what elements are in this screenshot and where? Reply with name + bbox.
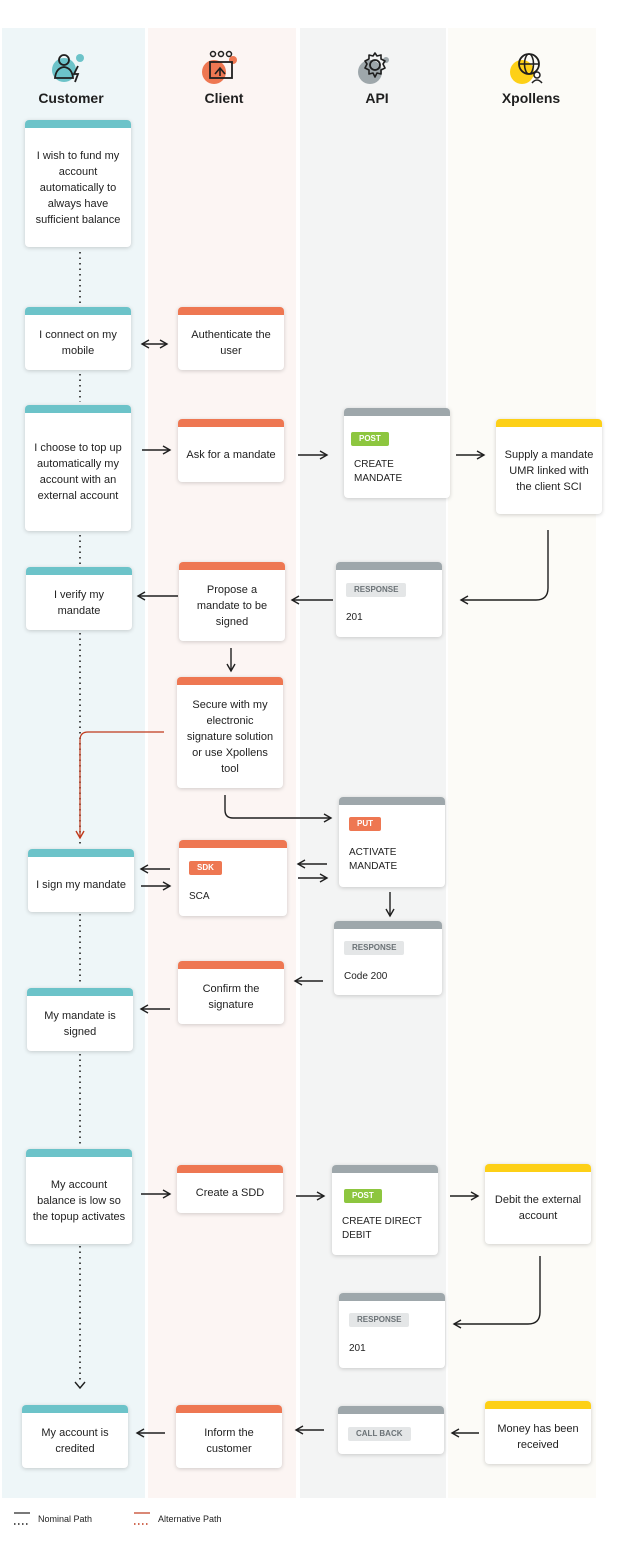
alternative-path bbox=[75, 731, 164, 840]
gear-icon bbox=[358, 52, 389, 84]
card-account-credited: My account is credited bbox=[22, 1405, 128, 1468]
post-badge: POST bbox=[351, 432, 389, 446]
lane-title-customer: Customer bbox=[38, 90, 104, 106]
card-authenticate: Authenticate the user bbox=[178, 307, 284, 370]
response-badge: RESPONSE bbox=[349, 1313, 410, 1327]
card-supply-umr: Supply a mandate UMR linked with the cli… bbox=[496, 419, 602, 514]
response-label: 201 bbox=[346, 612, 363, 623]
callback-badge: CALL BACK bbox=[348, 1427, 411, 1441]
card-choose-topup: I choose to top up automatically my acco… bbox=[25, 405, 131, 531]
card-response-201-mandate: RESPONSE 201 bbox=[336, 562, 442, 637]
lane-title-client: Client bbox=[204, 90, 244, 106]
post-badge: POST bbox=[344, 1189, 382, 1203]
customer-icon bbox=[52, 54, 84, 83]
card-secure-signature: Secure with my electronic signature solu… bbox=[177, 677, 283, 788]
put-label: ACTIVATE MANDATE bbox=[349, 847, 398, 872]
card-propose-mandate: Propose a mandate to be signed bbox=[179, 562, 285, 641]
card-response-201-debit: RESPONSE 201 bbox=[339, 1293, 445, 1368]
response-label: Code 200 bbox=[344, 971, 388, 982]
response-label: 201 bbox=[349, 1343, 366, 1354]
sdk-label: SCA bbox=[189, 891, 210, 902]
legend-nominal-path: Nominal Path bbox=[38, 1514, 93, 1524]
lane-xpollens bbox=[448, 28, 596, 1498]
client-icon bbox=[202, 50, 237, 84]
card-mandate-signed: My mandate is signed bbox=[27, 988, 133, 1051]
sdk-badge: SDK bbox=[189, 861, 222, 875]
card-confirm-signature: Confirm the signature bbox=[178, 961, 284, 1024]
card-sign-mandate: I sign my mandate bbox=[28, 849, 134, 912]
card-inform-customer: Inform the customer bbox=[176, 1405, 282, 1468]
card-sdk-sca: SDK SCA bbox=[179, 840, 287, 916]
card-connect-mobile: I connect on my mobile bbox=[25, 307, 131, 370]
card-post-create-mandate: POST CREATE MANDATE bbox=[344, 408, 450, 498]
card-call-back: CALL BACK bbox=[338, 1406, 444, 1454]
post-label: CREATE MANDATE bbox=[354, 459, 403, 484]
response-badge: RESPONSE bbox=[346, 583, 407, 597]
legend-alternative-path: Alternative Path bbox=[158, 1514, 222, 1524]
response-badge: RESPONSE bbox=[344, 941, 405, 955]
card-balance-low: My account balance is low so the topup a… bbox=[26, 1149, 132, 1244]
card-ask-mandate: Ask for a mandate bbox=[178, 419, 284, 482]
card-response-code-200: RESPONSE Code 200 bbox=[334, 921, 442, 995]
card-money-received: Money has been received bbox=[485, 1401, 591, 1464]
card-fund-wish: I wish to fund my account automatically … bbox=[25, 120, 131, 247]
globe-icon bbox=[510, 53, 543, 84]
card-create-sdd: Create a SDD bbox=[177, 1165, 283, 1213]
lane-title-api: API bbox=[365, 90, 389, 106]
put-badge: PUT bbox=[349, 817, 381, 831]
post-label: CREATE DIRECT DEBIT bbox=[342, 1216, 422, 1241]
card-post-create-direct-debit: POST CREATE DIRECT DEBIT bbox=[332, 1165, 438, 1255]
card-verify-mandate: I verify my mandate bbox=[26, 567, 132, 630]
card-debit-external: Debit the external account bbox=[485, 1164, 591, 1244]
lane-title-xpollens: Xpollens bbox=[501, 90, 561, 106]
card-put-activate-mandate: PUT ACTIVATE MANDATE bbox=[339, 797, 445, 887]
lane-customer bbox=[2, 28, 145, 1498]
